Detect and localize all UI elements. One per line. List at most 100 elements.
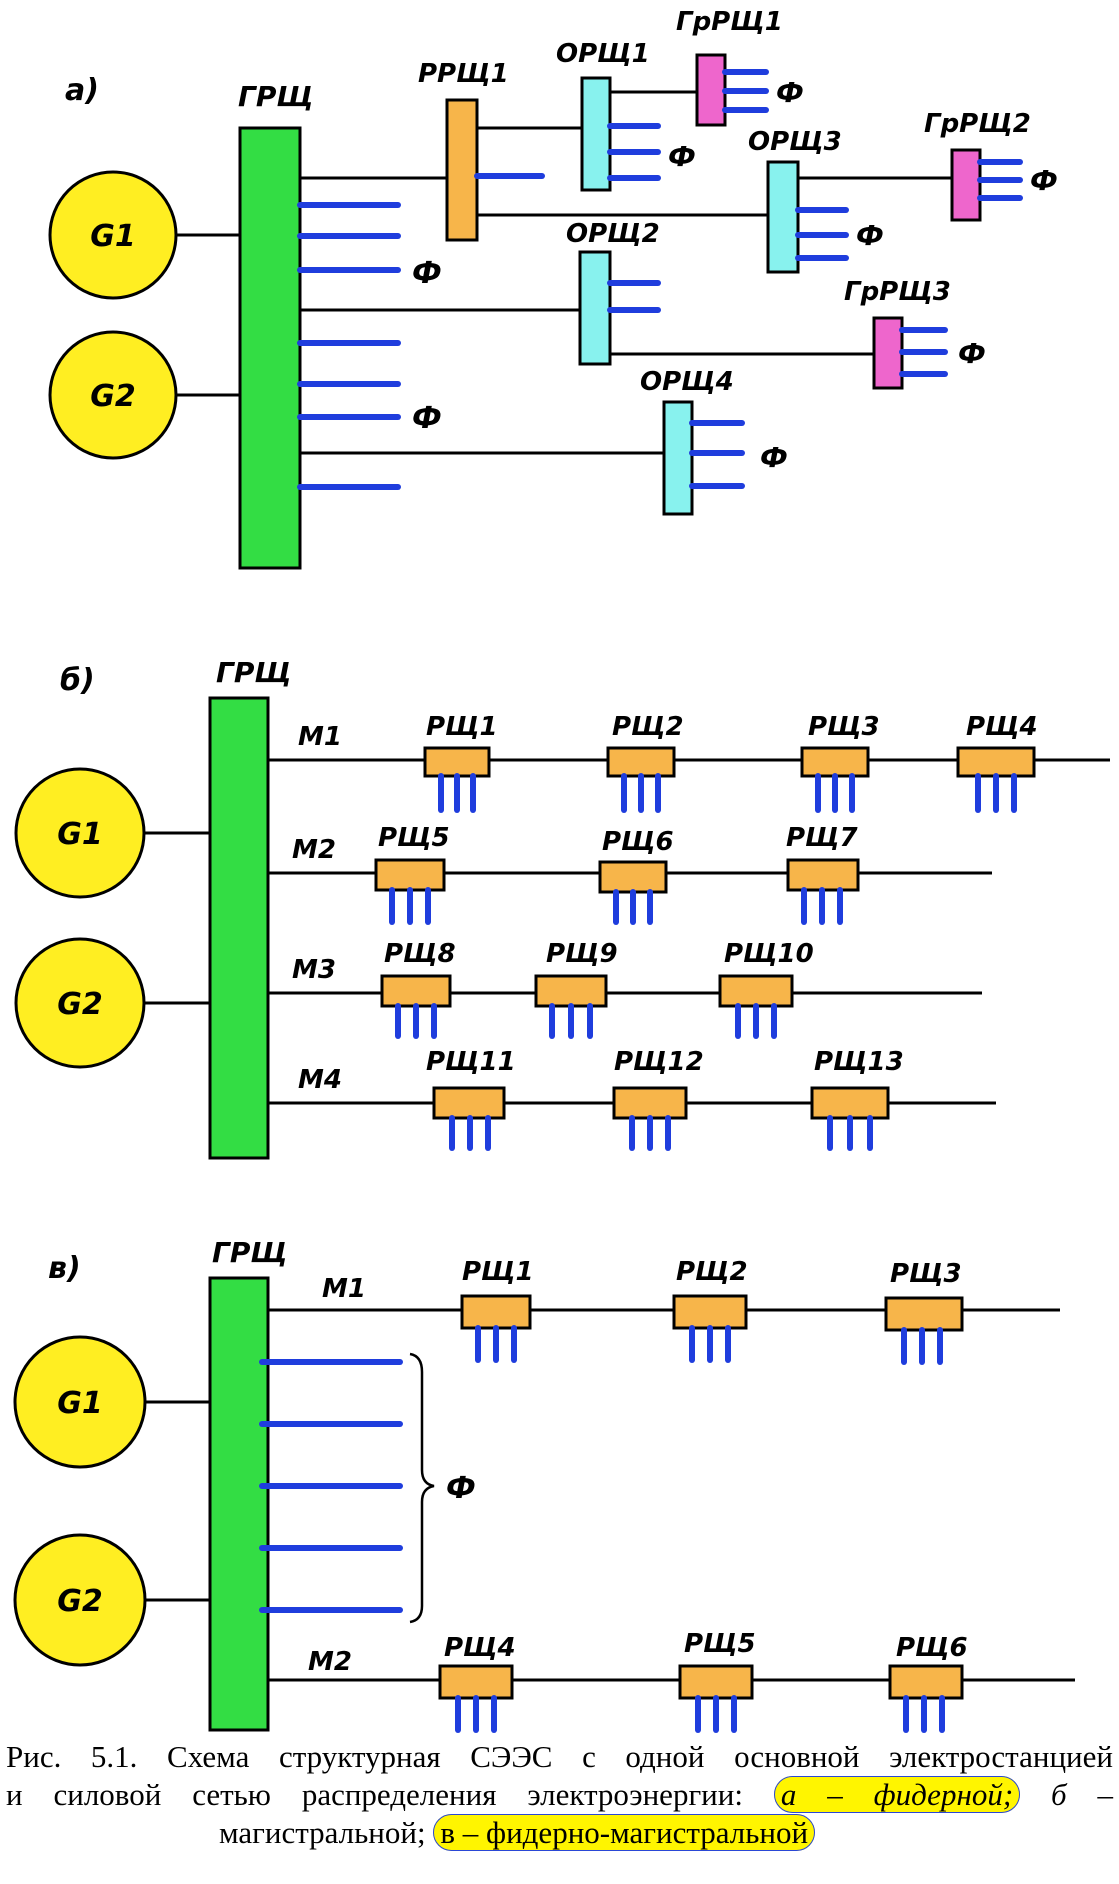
feeder-symbol: Ф [668, 140, 696, 173]
panel-c: в) ГРЩ G1 G2 М1 Ф М2 РЩ1 [13, 1236, 1075, 1733]
board-rsh11: РЩ11 [426, 1047, 516, 1151]
feeder-symbol: Ф [412, 401, 442, 436]
figure-caption: Рис. 5.1. Схема структурная СЭЭС с одной… [6, 1738, 1113, 1852]
main-board-feeders-c [259, 1359, 403, 1613]
main-label-m1: М1 [298, 722, 342, 752]
generator-g2 [14, 937, 146, 1069]
board-rsh3: РЩ3 [884, 1259, 964, 1365]
board-orsh4 [662, 400, 694, 516]
board-orsh2 [578, 250, 612, 366]
board-rsh12: РЩ12 [612, 1047, 704, 1151]
board-label: РЩ4 [444, 1633, 516, 1663]
board-orsh1 [580, 76, 612, 192]
panel-a-main-board-label: ГРЩ [238, 80, 313, 113]
main-label-m3: М3 [292, 955, 336, 985]
board-label: РЩ2 [612, 712, 684, 742]
main-label-m2: М2 [308, 1647, 352, 1677]
generator-g2 [48, 330, 178, 460]
board-label: РЩ11 [426, 1047, 516, 1077]
board-label: РЩ5 [378, 823, 450, 853]
feeder-symbol: Ф [760, 441, 788, 474]
orsh1-feeders [607, 123, 661, 181]
board-rsh2: РЩ2 [672, 1257, 748, 1363]
main-label-m4: М4 [298, 1065, 342, 1095]
feeder-symbol: Ф [776, 76, 804, 109]
orsh4-feeders [689, 420, 745, 489]
generator-g1-label: G1 [90, 219, 136, 254]
board-label: РЩ6 [602, 827, 674, 857]
board-label-orsh1: ОРЩ1 [556, 39, 650, 69]
feeder-symbol: Ф [856, 219, 884, 252]
board-label: РЩ1 [462, 1257, 534, 1287]
board-label: РЩ1 [426, 712, 498, 742]
board-rsh1: РЩ1 [460, 1257, 534, 1363]
panel-a: а) ГРЩ G1 G2 Ф Ф РРЩ1 [48, 7, 1058, 570]
board-label-grrsh3: ГрРЩ3 [844, 277, 951, 307]
board-rsh2: РЩ2 [606, 712, 684, 813]
board-label-orsh2: ОРЩ2 [566, 219, 660, 249]
board-rsh10: РЩ10 [718, 939, 814, 1039]
generator-g2-label: G2 [57, 987, 103, 1022]
generator-g2 [13, 1533, 147, 1667]
board-label-grrsh2: ГрРЩ2 [924, 109, 1031, 139]
generator-g1-label: G1 [57, 1386, 103, 1421]
board-label-grrsh1: ГрРЩ1 [676, 7, 783, 37]
board-label: РЩ12 [614, 1047, 704, 1077]
board-label-orsh3: ОРЩ3 [748, 127, 842, 157]
highlight-option-c: в – фидерно-магистральной [433, 1814, 816, 1851]
generator-g1 [48, 170, 178, 300]
generator-g1-label: G1 [57, 817, 103, 852]
board-label: РЩ9 [546, 939, 618, 969]
main-switchboard [208, 1276, 270, 1732]
main-label-m1: М1 [322, 1274, 366, 1304]
caption-line-2: и силовой сетью распределения электроэне… [6, 1776, 1113, 1814]
caption-line-3: магистральной; в – фидерно-магистральной [6, 1814, 1113, 1852]
board-label: РЩ6 [896, 1633, 968, 1663]
panel-b: б) ГРЩ G1 G2 М1 М2 М3 М4 РЩ1 РЩ2 РЩ3 [14, 656, 1110, 1160]
board-label-orsh4: ОРЩ4 [640, 367, 734, 397]
board-orsh3 [766, 160, 800, 274]
caption-line-1: Рис. 5.1. Схема структурная СЭЭС с одной… [6, 1739, 1113, 1774]
grrsh3-feeders [899, 327, 948, 377]
board-label: РЩ10 [724, 939, 814, 969]
feeder-symbol: Ф [446, 1471, 476, 1506]
option-b: б – [1051, 1777, 1114, 1812]
board-label: РЩ3 [890, 1259, 962, 1289]
board-label: РЩ2 [676, 1257, 748, 1287]
main-board-feeders-a [297, 202, 401, 490]
board-rsh3: РЩ3 [800, 712, 880, 813]
panel-b-main-board-label: ГРЩ [216, 656, 291, 689]
panel-c-main-board-label: ГРЩ [212, 1236, 287, 1269]
feeder-symbol: Ф [412, 256, 442, 291]
board-rsh6: РЩ6 [598, 827, 674, 925]
board-rsh4: РЩ4 [438, 1633, 516, 1733]
board-rsh9: РЩ9 [534, 939, 618, 1039]
board-rsh6: РЩ6 [888, 1633, 968, 1733]
board-grrsh1 [695, 53, 727, 127]
generator-g1 [14, 767, 146, 899]
board-label: РЩ4 [966, 712, 1038, 742]
board-label: РЩ3 [808, 712, 880, 742]
feeder-group-brace [409, 1352, 435, 1624]
orsh3-feeders [795, 207, 849, 261]
board-rsh1: РЩ1 [423, 712, 498, 813]
generator-g1 [13, 1335, 147, 1469]
board-label: РЩ7 [786, 823, 859, 853]
board-label: РЩ5 [684, 1629, 756, 1659]
generator-g2-label: G2 [57, 1584, 103, 1619]
panel-c-letter: в) [48, 1251, 81, 1286]
board-rsh5: РЩ5 [374, 823, 450, 925]
grrsh2-feeders [977, 159, 1023, 201]
highlight-option-a: а – фидерной; [773, 1776, 1021, 1813]
main-switchboard [208, 696, 270, 1160]
board-rsh8: РЩ8 [380, 939, 456, 1039]
board-rsh7: РЩ7 [786, 823, 860, 925]
feeder-symbol: Ф [958, 337, 986, 370]
board-rsh5: РЩ5 [678, 1629, 756, 1733]
feeder-symbol: Ф [1030, 164, 1058, 197]
board-label-rrsh1: РРЩ1 [418, 59, 509, 89]
board-label: РЩ13 [814, 1047, 904, 1077]
board-label: РЩ8 [384, 939, 456, 969]
caption-lead: магистральной; [219, 1815, 426, 1850]
panel-b-letter: б) [60, 663, 95, 698]
